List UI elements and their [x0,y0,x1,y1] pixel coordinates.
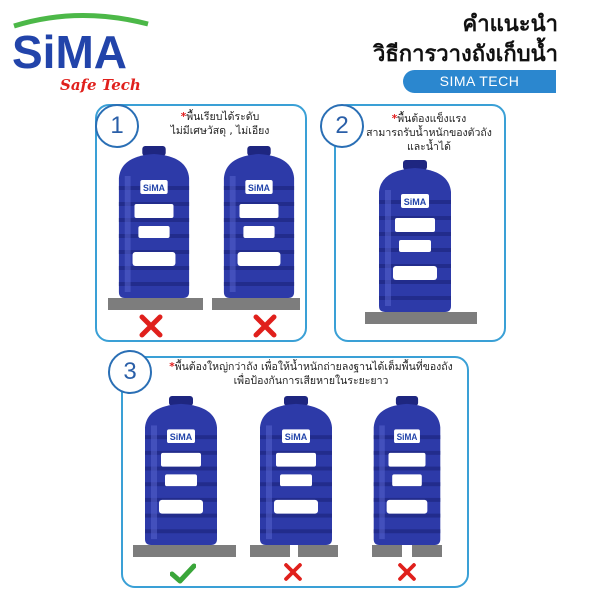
check-icon [170,563,196,584]
title-line-2: วิธีการวางถังเก็บน้ำ [373,42,558,67]
tank-brand-label: SiMA [248,183,270,193]
water-tank-icon: SiMA [145,396,217,545]
panel-3-note-line-1: พื้นต้องใหญ่กว่าถัง เพื่อให้น้ำหนักถ่ายล… [174,361,453,373]
panel-1-note-line-2: ไม่มีเศษวัสดุ , ไม่เอียง [170,125,270,137]
header-title: คำแนะนำ วิธีการวางถังเก็บน้ำ [373,10,558,70]
brand-bar: SIMA TECH [403,70,556,93]
water-tank-icon: SiMA [118,146,190,298]
panel-2-number: 2 [320,104,364,148]
sima-logo: SiMA Safe Tech [12,13,149,94]
panel-1-note-line-1: พื้นเรียบได้ระดับ [186,111,260,123]
panel-1-number: 1 [95,104,139,148]
panel-1-note: *พื้นเรียบได้ระดับ ไม่มีเศษวัสดุ , ไม่เอ… [140,110,300,138]
water-tank-icon: SiMA [373,396,441,545]
cross-icon [253,314,277,338]
tank-brand-label: SiMA [404,197,427,207]
logo-tagline: Safe Tech [60,76,141,94]
base-panel-1-left [108,298,203,310]
base-panel-2 [365,312,477,324]
base-panel-3-small-right [412,545,442,557]
cross-icon [398,563,416,581]
panel-2-note-line-3: และน้ำได้ [406,141,451,153]
base-panel-3-split-right [298,545,338,557]
panel-2-note-line-1: พื้นต้องแข็งแรง [397,113,467,125]
tank-brand-label: SiMA [397,432,418,442]
water-tank-icon: SiMA [223,146,295,298]
panel-2-note-line-2: สามารถรับน้ำหนักของตัวถัง [366,127,492,139]
tank-brand-label: SiMA [285,432,308,442]
water-tank-icon: SiMA [379,160,451,312]
title-line-1: คำแนะนำ [462,12,559,37]
panel-3-note: *พื้นต้องใหญ่กว่าถัง เพื่อให้น้ำหนักถ่าย… [155,360,467,388]
cross-icon [284,563,302,581]
logo-text: SiMA [12,26,127,78]
panel-3-note-line-2: เพื่อป้องกันการเสียหายในระยะยาว [233,375,389,387]
base-panel-3-small-left [372,545,402,557]
tank-brand-label: SiMA [143,183,165,193]
water-tank-icon: SiMA [260,396,332,545]
panel-3-number: 3 [108,350,152,394]
tank-brand-label: SiMA [170,432,193,442]
base-panel-3-full [133,545,236,557]
base-panel-3-split-left [250,545,290,557]
cross-icon [139,314,163,338]
panel-2-note: *พื้นต้องแข็งแรง สามารถรับน้ำหนักของตัวถ… [355,112,503,154]
base-panel-1-right [212,298,300,310]
